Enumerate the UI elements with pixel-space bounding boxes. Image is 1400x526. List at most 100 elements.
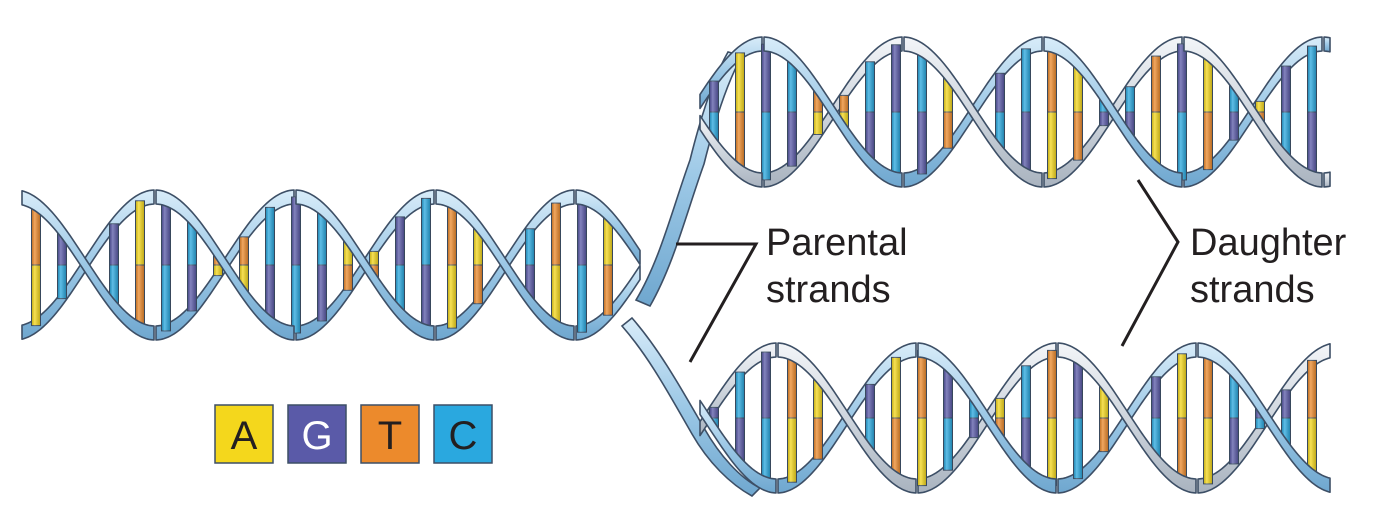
- key-swatch-c: C: [433, 404, 493, 464]
- daughter-top-strand2-front-ribbon-segment: [699, 114, 763, 188]
- parental-strand2-front-ribbon-segment: [295, 189, 435, 341]
- base-pair-shading: [917, 350, 927, 486]
- svg-text:A: A: [231, 414, 258, 458]
- base-pair-shading: [1307, 46, 1317, 178]
- base-pair-shading: [865, 61, 875, 163]
- base-pair-shading: [709, 81, 719, 143]
- base-pair-shading: [995, 398, 1005, 438]
- base-pair-shading: [1151, 376, 1161, 460]
- base-pair-shading: [761, 44, 771, 180]
- base-pair-shading: [865, 384, 875, 452]
- base-pair-shading: [1021, 365, 1031, 471]
- base-pair-shading: [57, 231, 67, 299]
- parental-strand2-front-ribbon-segment: [21, 190, 155, 341]
- daughter-top-strand2-back-ribbon-segment: [1323, 171, 1331, 188]
- base-pair-shading: [1151, 56, 1161, 168]
- daughter-bottom-strand2-front-ribbon-segment: [917, 342, 1057, 494]
- daughter-top-strand1-front-ribbon-segment: [1043, 36, 1183, 188]
- svg-text:C: C: [449, 414, 478, 458]
- daughter-bracket: [1120, 179, 1180, 347]
- base-pair-shading: [1229, 372, 1239, 464]
- base-pair-shading: [577, 197, 587, 333]
- base-pair-shading: [187, 219, 197, 311]
- parental-strand1-back-ribbon-segment: [575, 264, 641, 341]
- base-pair-shading: [891, 44, 901, 180]
- base-pair-shading: [813, 376, 823, 460]
- parental-strand1-front-ribbon-segment: [155, 189, 295, 341]
- base-pair-shading: [1047, 350, 1057, 486]
- base-pair-shading: [917, 50, 927, 174]
- base-pair-shading: [525, 228, 535, 302]
- base-pair-shading: [891, 357, 901, 479]
- base-pair-shading: [135, 200, 145, 330]
- base-pair-shading: [1021, 48, 1031, 176]
- svg-text:T: T: [378, 414, 402, 458]
- base-pair-shading: [943, 75, 953, 149]
- base-pair-shading: [761, 352, 771, 484]
- base-pair-shading: [943, 365, 953, 471]
- base-pair-shading: [1177, 353, 1187, 483]
- base-pair-shading: [473, 226, 483, 304]
- base-pair-shading: [787, 353, 797, 483]
- base-pair-shading: [995, 73, 1005, 151]
- daughter-label-line2: strands: [1190, 269, 1315, 311]
- base-pair-shading: [213, 254, 223, 276]
- base-pair-shading: [1281, 389, 1291, 447]
- base-pair-shading: [1125, 86, 1135, 138]
- parental-strand-fork-upper: [634, 51, 744, 308]
- parental-strand1-front-ribbon-segment: [435, 189, 575, 341]
- key-swatch-a: A: [214, 404, 274, 464]
- daughter-label-line1: Daughter: [1190, 222, 1347, 264]
- base-pair-shading: [395, 216, 405, 314]
- base-pair-shading: [1307, 360, 1317, 476]
- daughter-top-strand1-front-ribbon-segment: [763, 36, 903, 188]
- daughter-top-strand2-front-ribbon-segment: [903, 36, 1043, 188]
- svg-text:G: G: [301, 414, 332, 458]
- base-pair-shading: [447, 201, 457, 329]
- base-pair-shading: [1203, 352, 1213, 484]
- base-pair-shading: [813, 89, 823, 135]
- parental-double-helix: [21, 51, 762, 497]
- base-pair-shading: [1073, 63, 1083, 161]
- base-pair-shading: [369, 251, 379, 279]
- base-pair-shading: [421, 198, 431, 332]
- key-swatch-t: T: [360, 404, 420, 464]
- base-pair-shading: [1281, 66, 1291, 158]
- parental-strand-fork-lower: [620, 316, 762, 497]
- parental-bracket: [676, 242, 759, 363]
- parental-label-line2: strands: [766, 269, 891, 311]
- daughter-bottom-strand2-front-ribbon-segment: [1197, 342, 1331, 493]
- base-pair-shading: [1229, 83, 1239, 141]
- daughter-bottom-strand1-front-ribbon-segment: [777, 342, 917, 494]
- base-pair-shading: [603, 214, 613, 316]
- base-pair-shading: [1099, 98, 1109, 126]
- parental-label-line1: Parental: [766, 222, 908, 264]
- base-pair-shading: [787, 57, 797, 167]
- base-pair-shading: [709, 407, 719, 429]
- daughter-helix-top: [699, 36, 1331, 188]
- base-pair-shading: [265, 207, 275, 323]
- base-pair-shading: [291, 197, 301, 333]
- parental-strands-callout: Parental strands: [676, 222, 908, 363]
- daughter-helix-bottom: [699, 342, 1331, 494]
- daughter-top-strand1-front-ribbon-segment: [1323, 36, 1331, 53]
- base-pair-shading: [1203, 54, 1213, 170]
- base-pair-shading: [239, 236, 249, 294]
- base-pair-shading: [735, 372, 745, 464]
- base-color-key: A G T C: [214, 404, 493, 464]
- parental-strand2-front-ribbon-segment: [575, 189, 641, 266]
- base-pair-shading: [1047, 45, 1057, 179]
- base-pair-shading: [109, 223, 119, 307]
- base-pair-shading: [839, 95, 849, 129]
- daughter-strands-callout: Daughter strands: [1120, 179, 1347, 347]
- key-swatch-g: G: [287, 404, 347, 464]
- base-pair-shading: [551, 203, 561, 327]
- base-pair-shading: [1255, 101, 1265, 123]
- base-pair-shading: [161, 199, 171, 331]
- daughter-bottom-strand2-front-ribbon-segment: [699, 399, 777, 494]
- base-pair-shading: [1255, 407, 1265, 429]
- base-pair-shading: [1099, 384, 1109, 452]
- base-pair-shading: [1177, 44, 1187, 180]
- daughter-bottom-strand1-front-ribbon-segment: [1057, 342, 1197, 494]
